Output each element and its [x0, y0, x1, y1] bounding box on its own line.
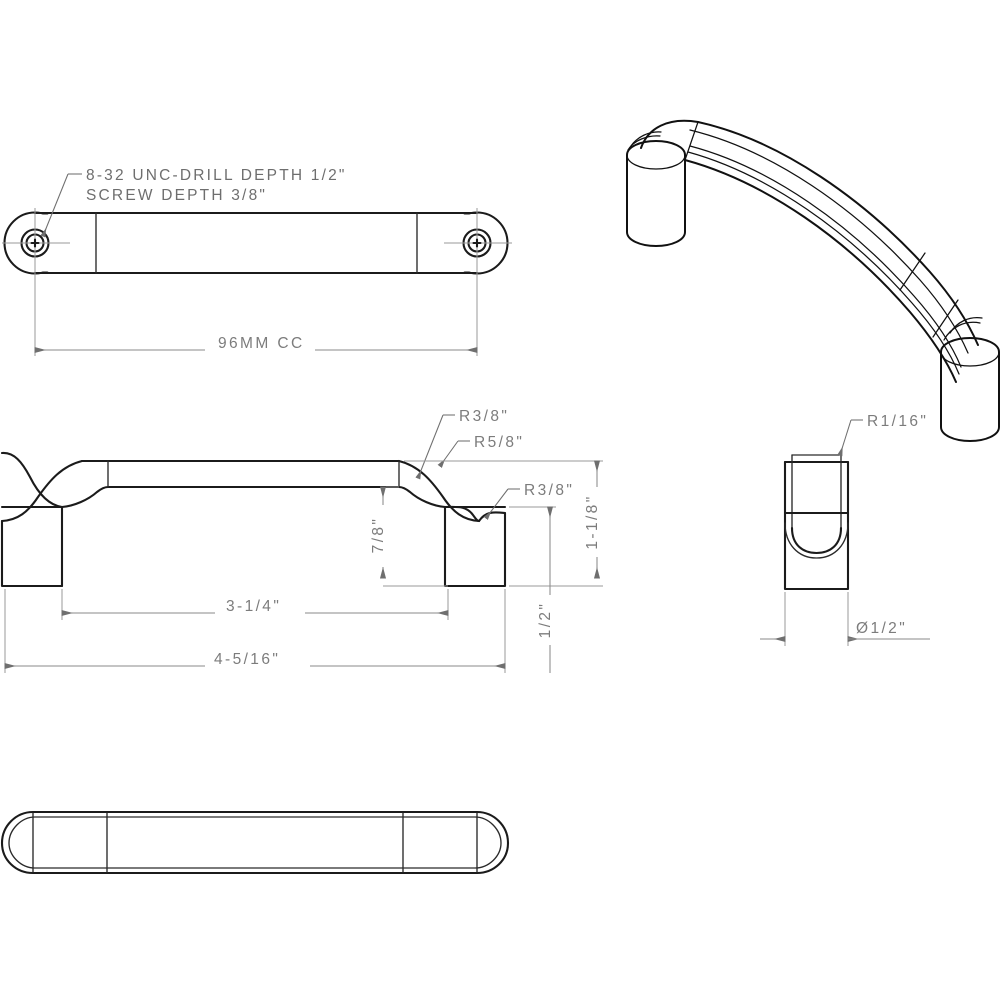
side-view-profile [783, 454, 850, 591]
side-view-callout-r116: R1/16" [837, 413, 928, 457]
front-view-callout-r38-bottom: R3/8" [483, 482, 574, 521]
note-line-2: SCREW DEPTH 3/8" [86, 187, 267, 204]
front-view: R3/8" R5/8" R3/8" 7/8" 1-1/8" [0, 408, 607, 673]
front-view-dim-314: 3-1/4" [61, 589, 449, 620]
bottom-view-profile [0, 810, 510, 875]
bottom-view [0, 810, 510, 875]
front-view-dim-78: 7/8" [370, 486, 448, 587]
iso-left-post [626, 131, 686, 247]
front-view-profile [0, 451, 507, 588]
callout-label-r116: R1/16" [867, 413, 928, 430]
side-view-dim-diameter: Ø1/2" [760, 592, 930, 646]
top-view-cc-dimension: 96MM CC [34, 276, 478, 356]
isometric-view [626, 119, 1000, 442]
top-view-body [3, 211, 509, 275]
callout-label-r38-top: R3/8" [459, 408, 509, 425]
front-view-callout-r58: R5/8" [437, 434, 524, 468]
side-view: R1/16" Ø1/2" [760, 413, 930, 646]
dim-label-314: 3-1/4" [226, 598, 281, 615]
front-view-callout-r38-top: R3/8" [415, 408, 509, 480]
iso-bar [640, 119, 979, 383]
callout-label-r38-bottom: R3/8" [524, 482, 574, 499]
dim-label-118: 1-1/8" [584, 494, 601, 549]
note-leader-line [40, 173, 69, 238]
top-view-screw-boss-right [444, 208, 512, 278]
dim-label-12: 1/2" [537, 602, 554, 639]
dim-label-4516: 4-5/16" [214, 651, 280, 668]
cc-dimension-label: 96MM CC [218, 335, 305, 352]
dim-label-78: 7/8" [370, 517, 387, 554]
front-view-dim-12: 1/2" [509, 506, 560, 673]
top-view: 8-32 UNC-DRILL DEPTH 1/2" SCREW DEPTH 3/… [2, 167, 512, 356]
dim-label-diameter: Ø1/2" [856, 620, 907, 637]
front-view-dim-118: 1-1/8" [404, 460, 607, 587]
iso-right-post [940, 316, 1000, 442]
note-line-1: 8-32 UNC-DRILL DEPTH 1/2" [86, 167, 347, 184]
top-view-thread-note: 8-32 UNC-DRILL DEPTH 1/2" SCREW DEPTH 3/… [40, 167, 347, 238]
front-view-dim-4516: 4-5/16" [4, 589, 506, 673]
callout-label-r58: R5/8" [474, 434, 524, 451]
